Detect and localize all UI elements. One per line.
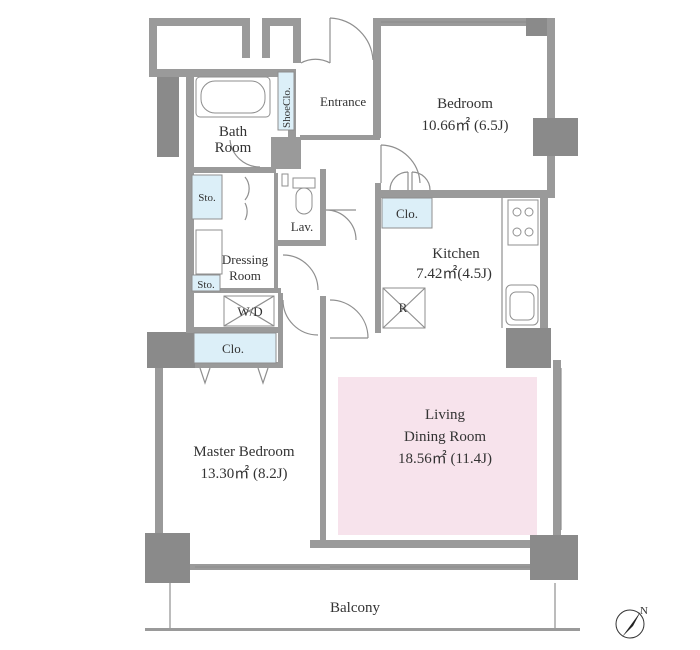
doors bbox=[199, 17, 431, 385]
bedroom-label: Bedroom bbox=[437, 96, 493, 112]
master-bedroom-area: 13.30㎡ (8.2J) bbox=[200, 465, 287, 482]
living-label-line1: Living bbox=[425, 407, 465, 423]
storage-bottom-label: Sto. bbox=[197, 279, 215, 291]
living-label-line2: Dining Room bbox=[404, 429, 486, 445]
dressing-label-line2: Room bbox=[229, 268, 261, 283]
kitchen-label: Kitchen bbox=[432, 246, 480, 262]
balcony-label: Balcony bbox=[330, 600, 380, 616]
storage-top-label: Sto. bbox=[198, 192, 216, 204]
closet-bedroom-label: Clo. bbox=[396, 206, 418, 221]
bedroom-area: 10.66㎡ (6.5J) bbox=[421, 117, 508, 134]
shoe-closet-box bbox=[277, 71, 295, 131]
fixtures bbox=[195, 76, 539, 329]
bath-label-line2: Room bbox=[215, 140, 252, 156]
windows bbox=[169, 21, 562, 628]
lavatory-label: Lav. bbox=[291, 219, 314, 234]
living-highlight bbox=[338, 377, 537, 535]
dressing-label-line1: Dressing bbox=[222, 252, 269, 267]
storage-bottom-box bbox=[191, 274, 221, 292]
refrigerator-label: R bbox=[399, 300, 408, 315]
storage-top-box bbox=[191, 174, 223, 220]
closet-master-box bbox=[193, 332, 277, 364]
bath-label-line1: Bath bbox=[219, 124, 248, 140]
shoe-closet-label: ShoeClo. bbox=[281, 87, 293, 128]
closet-master-label: Clo. bbox=[222, 341, 244, 356]
closet-bedroom-box bbox=[381, 197, 433, 229]
entrance-label: Entrance bbox=[320, 94, 366, 109]
washer-dryer-label: W/D bbox=[237, 304, 262, 319]
north-arrow-icon: N bbox=[615, 605, 648, 639]
compass-label: N bbox=[640, 605, 648, 617]
master-bedroom-label: Master Bedroom bbox=[193, 444, 295, 460]
living-area: 18.56㎡ (11.4J) bbox=[398, 450, 492, 467]
kitchen-area: 7.42㎡(4.5J) bbox=[416, 265, 492, 282]
